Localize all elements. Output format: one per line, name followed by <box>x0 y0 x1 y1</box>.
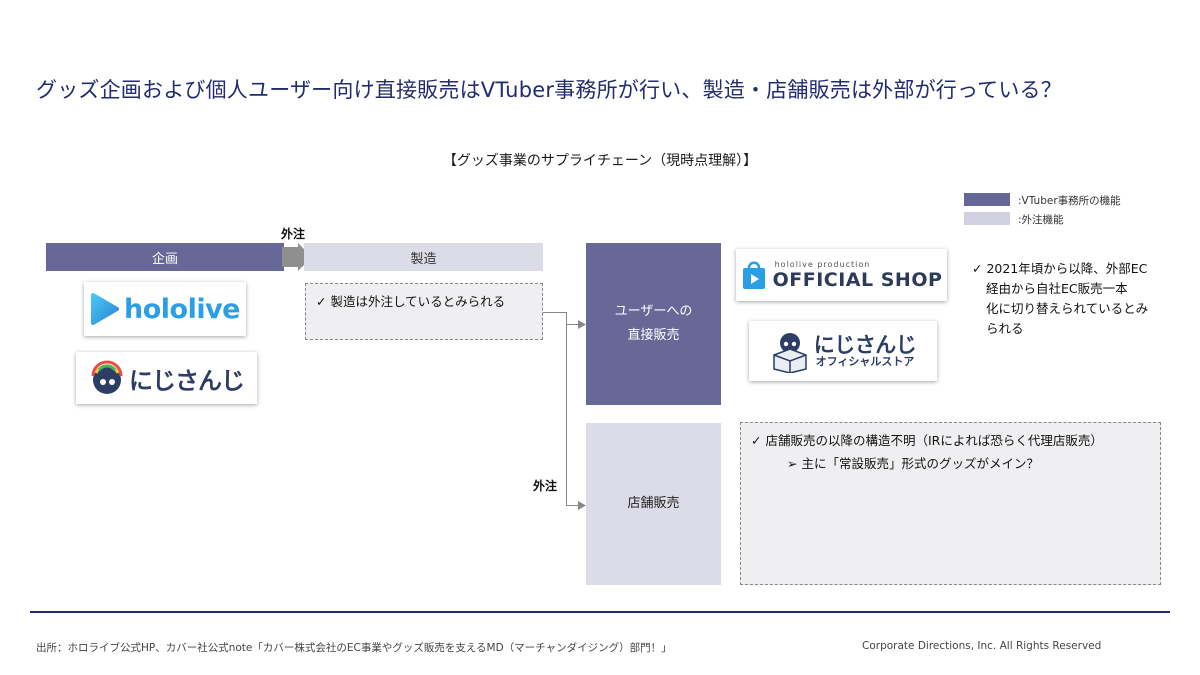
direct-sales-panel: ユーザーへの 直接販売 <box>586 243 721 405</box>
footer-source: 出所：ホロライブ公式HP、カバー社公式note「カバー株式会社のEC事業やグッズ… <box>36 642 672 654</box>
ec-note-line-2: 経由から自社EC販売一本 <box>986 281 1128 296</box>
direct-sales-label-2: 直接販売 <box>627 328 680 343</box>
manufacturing-note-text: ✓ 製造は外注しているとみられる <box>316 294 506 309</box>
connector-h-top <box>543 312 567 313</box>
footer-rule <box>30 611 1170 613</box>
legend-label-vtuber: :VTuber事務所の機能 <box>1018 195 1121 207</box>
manufacturing-note-box: ✓ 製造は外注しているとみられる <box>305 283 543 340</box>
store-note-line-1: ✓ 店舗販売の以降の構造不明（IRによれば恐らく代理店販売） <box>751 433 1103 448</box>
store-sales-panel: 店舗販売 <box>586 423 721 585</box>
store-note-line-2: ➢ 主に「常設販売」形式のグッズがメイン？ <box>787 456 1039 471</box>
nijisanji-logo: にじさんじ <box>76 352 257 404</box>
ec-note-line-1: ✓ 2021年頃から以降、外部EC <box>972 261 1148 276</box>
page-title: グッズ企画および個人ユーザー向け直接販売はVTuber事務所が行い、製造・店舗販… <box>36 78 1062 102</box>
legend-label-outsource: :外注機能 <box>1018 214 1064 226</box>
nijisanji-logo-text: にじさんじ <box>129 366 245 395</box>
footer-copyright: Corporate Directions, Inc. All Rights Re… <box>862 640 1102 652</box>
planning-bar: 企画 <box>46 243 284 271</box>
official-shop-text: OFFICIAL SHOP <box>772 268 943 291</box>
niji-store-sub-text: オフィシャルストア <box>815 355 915 369</box>
outsource-label-bottom: 外注 <box>533 479 558 493</box>
nijisanji-official-store-logo: にじさんじ オフィシャルストア <box>749 321 937 381</box>
hololive-official-shop-logo: hololive production OFFICIAL SHOP <box>736 249 947 301</box>
arrowhead-direct-icon <box>578 320 586 329</box>
manufacturing-label: 製造 <box>410 251 437 267</box>
connector-v <box>566 312 567 506</box>
niji-store-main-text: にじさんじ <box>813 333 917 358</box>
planning-label: 企画 <box>151 251 178 267</box>
hololive-logo-text: hololive <box>124 293 241 325</box>
diagram-subtitle: 【グッズ事業のサプライチェーン（現時点理解）】 <box>442 153 758 169</box>
hololive-play-icon <box>91 293 119 325</box>
shopping-bag-icon <box>742 261 765 289</box>
connector-h-store <box>566 505 580 506</box>
store-sales-label: 店舗販売 <box>627 496 680 511</box>
legend-swatch-vtuber <box>964 193 1010 206</box>
official-shop-small-text: hololive production <box>774 259 871 269</box>
store-note-box: ✓ 店舗販売の以降の構造不明（IRによれば恐らく代理店販売） ➢ 主に「常設販売… <box>740 422 1161 585</box>
legend-swatch-outsource <box>964 212 1010 225</box>
direct-sales-label-1: ユーザーへの <box>614 304 693 319</box>
ec-note-line-4: られる <box>986 321 1024 336</box>
outsource-label-top: 外注 <box>281 227 306 241</box>
arrowhead-store-icon <box>578 501 586 510</box>
connector-h-direct <box>566 324 580 325</box>
nijisanji-store-box-icon <box>773 333 807 373</box>
nijisanji-emblem-icon <box>91 360 123 394</box>
manufacturing-bar: 製造 <box>304 243 543 271</box>
ec-note-line-3: 化に切り替えられているとみ <box>986 301 1149 316</box>
ec-note: ✓ 2021年頃から以降、外部EC 経由から自社EC販売一本 化に切り替えられて… <box>972 259 1172 339</box>
hololive-logo: hololive <box>84 282 246 336</box>
